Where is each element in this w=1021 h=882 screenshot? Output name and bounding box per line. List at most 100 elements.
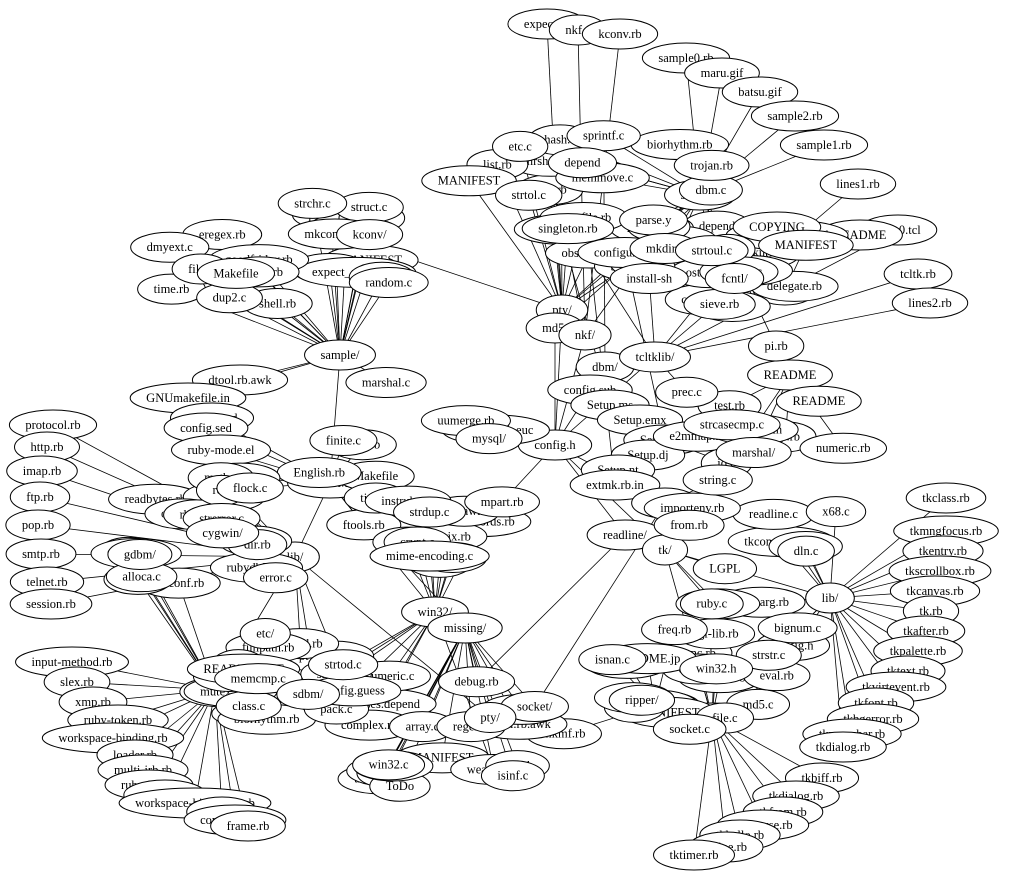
node-ellipse bbox=[819, 168, 897, 200]
node-ellipse bbox=[777, 535, 835, 567]
node-ellipse bbox=[336, 219, 404, 251]
node-ellipse bbox=[185, 517, 260, 549]
node-label: slex.rb bbox=[60, 675, 94, 689]
node-label: eregex.rb bbox=[199, 227, 246, 241]
node-extmakefile: Makefile bbox=[196, 257, 276, 289]
node-label: readline.c bbox=[749, 507, 798, 521]
node-mpart: mpart.rb bbox=[464, 486, 540, 518]
node-tkclass: tkclass.rb bbox=[905, 482, 987, 514]
node-label: shell.rb bbox=[259, 296, 296, 310]
node-numeric: numeric.rb bbox=[799, 432, 888, 464]
node-label: lines1.rb bbox=[836, 177, 879, 191]
node-label: debug.rb bbox=[455, 675, 499, 689]
node-win32h: win32.h bbox=[679, 653, 754, 685]
node-label: protocol.rb bbox=[25, 418, 80, 432]
node-trojan: trojan.rb bbox=[673, 149, 750, 181]
node-array: array.c bbox=[389, 711, 456, 743]
node-readmeR1: README bbox=[747, 359, 833, 391]
node-ellipse bbox=[107, 538, 173, 570]
node-label: eval.rb bbox=[760, 669, 794, 683]
node-label: MANIFEST bbox=[775, 238, 838, 252]
node-ellipse bbox=[9, 588, 93, 620]
node-label: gdbm/ bbox=[124, 547, 156, 561]
node-label: md5.c bbox=[743, 697, 774, 711]
node-dup2: dup2.c bbox=[196, 282, 263, 314]
node-ellipse bbox=[674, 235, 749, 267]
node-label: session.rb bbox=[26, 597, 76, 611]
edge-tkclass-libRight bbox=[829, 497, 947, 599]
node-label: time.rb bbox=[154, 282, 190, 296]
node-finite: finite.c bbox=[309, 425, 378, 457]
node-ellipse bbox=[581, 18, 659, 50]
node-ellipse bbox=[679, 588, 744, 620]
node-label: strtod.c bbox=[325, 658, 363, 672]
node-label: pi.rb bbox=[765, 339, 788, 353]
node-debugrb: debug.rb bbox=[438, 666, 516, 698]
node-framerb: frame.rb bbox=[210, 810, 286, 842]
node-sprintf: sprintf.c bbox=[566, 120, 641, 152]
node-ellipse bbox=[799, 731, 887, 763]
node-label: alloca.c bbox=[122, 570, 161, 584]
node-ellipse bbox=[805, 582, 855, 614]
node-ellipse bbox=[492, 130, 549, 162]
node-isnan: isnan.c bbox=[578, 644, 647, 676]
edge-weakref-missing bbox=[464, 627, 495, 770]
node-label: tkscrollbox.rb bbox=[905, 564, 975, 578]
node-sieve: sieve.rb bbox=[683, 288, 756, 320]
node-lines2: lines2.rb bbox=[891, 287, 969, 319]
node-ellipse bbox=[421, 165, 517, 197]
node-label: error.c bbox=[260, 571, 293, 585]
node-label: ruby.c bbox=[696, 597, 727, 611]
node-label: GNUmakefile.in bbox=[146, 391, 230, 405]
node-label: socket/ bbox=[517, 699, 553, 713]
node-httprb: http.rb bbox=[14, 431, 80, 463]
node-ellipse bbox=[210, 810, 286, 842]
node-label: maru.gif bbox=[701, 66, 745, 80]
node-manifestroot: MANIFEST bbox=[421, 165, 517, 197]
node-label: missing/ bbox=[444, 621, 487, 635]
node-label: tkcanvas.rb bbox=[906, 584, 963, 598]
node-label: biorhythm.rb bbox=[647, 137, 713, 151]
node-label: class.c bbox=[232, 699, 265, 713]
node-batsugif: batsu.gif bbox=[721, 76, 799, 108]
node-kconvext: kconv/ bbox=[336, 219, 404, 251]
node-label: numeric.rb bbox=[816, 441, 871, 455]
node-extmanifest: MANIFEST bbox=[758, 229, 854, 261]
node-marshalext: marshal/ bbox=[715, 437, 792, 469]
node-ellipse bbox=[455, 423, 523, 455]
node-label: strstr.c bbox=[752, 648, 785, 662]
node-label: sieve.rb bbox=[700, 297, 739, 311]
node-label: isinf.c bbox=[497, 769, 528, 783]
node-ellipse bbox=[558, 319, 612, 351]
node-label: readline/ bbox=[603, 528, 647, 542]
node-label: from.rb bbox=[670, 518, 708, 532]
node-install: install-sh bbox=[609, 263, 689, 295]
edge-debugrb-readline bbox=[476, 534, 626, 682]
node-dln: dln.c bbox=[777, 535, 835, 567]
node-parse: parse.y bbox=[619, 204, 688, 236]
node-label: tkpalette.rb bbox=[890, 644, 947, 658]
node-ellipse bbox=[348, 267, 429, 299]
node-label: flock.c bbox=[233, 481, 268, 495]
node-label: sample2.rb bbox=[767, 109, 822, 123]
node-string: string.c bbox=[682, 464, 753, 496]
node-label: COPYING bbox=[749, 220, 805, 234]
node-label: telnet.rb bbox=[26, 575, 67, 589]
node-label: sample/ bbox=[321, 348, 360, 362]
node-isinf: isinf.c bbox=[480, 760, 545, 792]
node-label: singleton.rb bbox=[538, 222, 597, 236]
node-ellipse bbox=[891, 287, 969, 319]
node-md5c: md5.c bbox=[726, 688, 791, 720]
node-smtprb: smtp.rb bbox=[5, 538, 77, 570]
node-ellipse bbox=[239, 618, 291, 650]
node-label: lib/ bbox=[822, 591, 839, 605]
node-ellipse bbox=[758, 229, 854, 261]
node-memcmp: memcmp.c bbox=[214, 663, 303, 695]
node-label: kconv/ bbox=[353, 227, 388, 241]
node-prec: prec.c bbox=[655, 376, 719, 408]
node-label: README bbox=[764, 368, 817, 382]
node-label: tktimer.rb bbox=[670, 848, 719, 862]
node-label: prec.c bbox=[672, 385, 703, 399]
node-label: test.rb bbox=[714, 399, 745, 413]
